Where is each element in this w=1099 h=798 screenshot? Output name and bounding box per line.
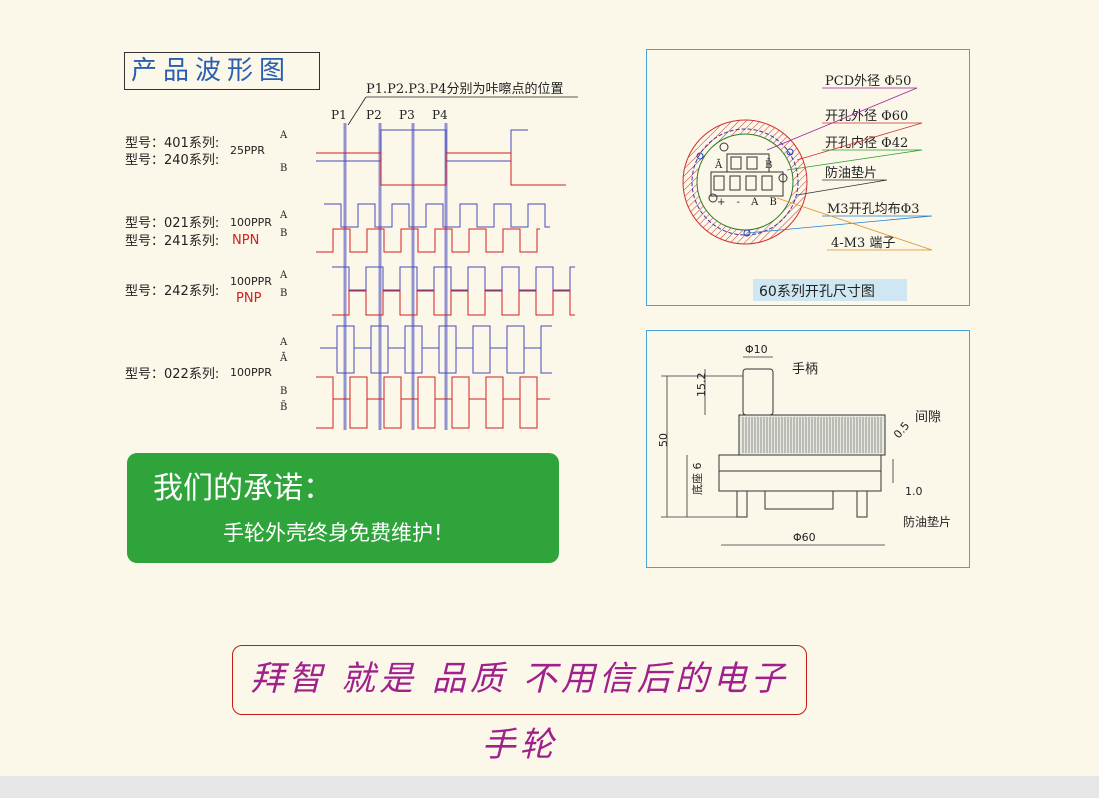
- dim-gap: 间隙: [915, 410, 941, 425]
- dimension-diagram-panel: Φ10 手柄 15.2 50 间隙 0.5 底座 6 1.0 防油垫片 Φ60: [646, 330, 970, 568]
- wave-022-abar: [320, 347, 552, 374]
- dim-pad: 防油垫片: [903, 514, 951, 529]
- ch-a-3: A: [279, 270, 288, 281]
- inner-label: 开孔内径 Φ42: [825, 135, 908, 151]
- wave-npn-b: [316, 228, 540, 253]
- ch-a-2: A: [279, 210, 288, 221]
- dim-15-2: 15.2: [695, 373, 708, 398]
- pin-b-bar: B̄: [765, 159, 772, 171]
- model-label-1a: 型号：401系列:: [125, 136, 219, 151]
- m3-label: M3开孔均布Φ3: [827, 202, 920, 217]
- wave-pnp-a: [332, 266, 575, 291]
- model-label-3: 型号：242系列:: [125, 284, 219, 299]
- ppr-label-2: 100PPR: [230, 216, 272, 229]
- footer-bar: [0, 776, 1099, 798]
- marker-note: P1.P2.P3.P4分别为咔嚓点的位置: [366, 81, 563, 97]
- wave-npn-a: [324, 203, 550, 228]
- marker-label-p2: P2: [366, 108, 382, 122]
- marker-label-p1: P1: [331, 108, 347, 122]
- waveform-title: 产品波形图: [124, 52, 320, 90]
- ppr-label-1: 25PPR: [230, 144, 265, 157]
- promise-banner: 我们的承诺： 手轮外壳终身免费维护！: [127, 453, 559, 563]
- wave-25ppr-b: [316, 152, 566, 186]
- ch-b-1: B: [280, 163, 287, 174]
- promise-heading: 我们的承诺：: [153, 471, 333, 506]
- pad-label: 防油垫片: [825, 165, 877, 181]
- wave-022-b: [316, 376, 550, 400]
- terminal-labels: + - A B: [717, 197, 781, 208]
- hole-caption: 60系列开孔尺寸图: [759, 284, 875, 300]
- dimension-diagram: Φ10 手柄 15.2 50 间隙 0.5 底座 6 1.0 防油垫片 Φ60: [657, 343, 951, 546]
- wave-022-a: [320, 325, 552, 349]
- pcd-label: PCD外径 Φ50: [825, 74, 911, 89]
- model-label-4: 型号：022系列:: [125, 367, 219, 382]
- ch-a-4: A: [279, 337, 288, 348]
- dim-gap-value: 0.5: [891, 419, 912, 441]
- dim-1-0: 1.0: [905, 485, 923, 498]
- dim-d10: Φ10: [745, 343, 768, 356]
- hole-diagram: Ā B̄ + - A B PCD外径 Φ50 开孔外径 Φ60 开孔内径 Φ42…: [682, 74, 933, 301]
- npn-label: NPN: [232, 233, 259, 248]
- dim-50: 50: [657, 433, 670, 447]
- wave-25ppr-a: [316, 129, 528, 162]
- dim-handle: 手柄: [792, 362, 818, 377]
- promise-text: 手轮外壳终身免费维护！: [223, 521, 454, 545]
- ch-abar-4: Ā: [279, 352, 288, 364]
- marker-label-p3: P3: [399, 108, 415, 122]
- ch-a-1: A: [279, 130, 288, 141]
- marker-label-p4: P4: [432, 108, 448, 122]
- wave-022-bbar: [316, 398, 550, 429]
- dim-d60: Φ60: [793, 531, 816, 544]
- model-label-2b: 型号：241系列:: [125, 234, 219, 249]
- wave-pnp-b: [332, 290, 575, 316]
- dim-base: 底座 6: [690, 463, 704, 496]
- ch-b-4: B: [280, 386, 287, 397]
- ppr-label-4: 100PPR: [230, 366, 272, 379]
- ch-bbar-4: B̄: [280, 401, 287, 413]
- ch-b-3: B: [280, 288, 287, 299]
- ch-b-2: B: [280, 228, 287, 239]
- hole-diagram-panel: Ā B̄ + - A B PCD外径 Φ50 开孔外径 Φ60 开孔内径 Φ42…: [646, 49, 970, 306]
- model-label-2a: 型号：021系列:: [125, 216, 219, 231]
- pin-a-bar: Ā: [714, 159, 723, 171]
- outer-label: 开孔外径 Φ60: [825, 109, 908, 124]
- slogan-banner: 拜智 就是 品质 不用信后的电子手轮: [232, 645, 807, 765]
- ppr-label-3: 100PPR: [230, 275, 272, 288]
- pnp-label: PNP: [236, 291, 262, 306]
- model-label-1b: 型号：240系列:: [125, 153, 219, 168]
- terminal-label: 4-M3 端子: [831, 236, 895, 251]
